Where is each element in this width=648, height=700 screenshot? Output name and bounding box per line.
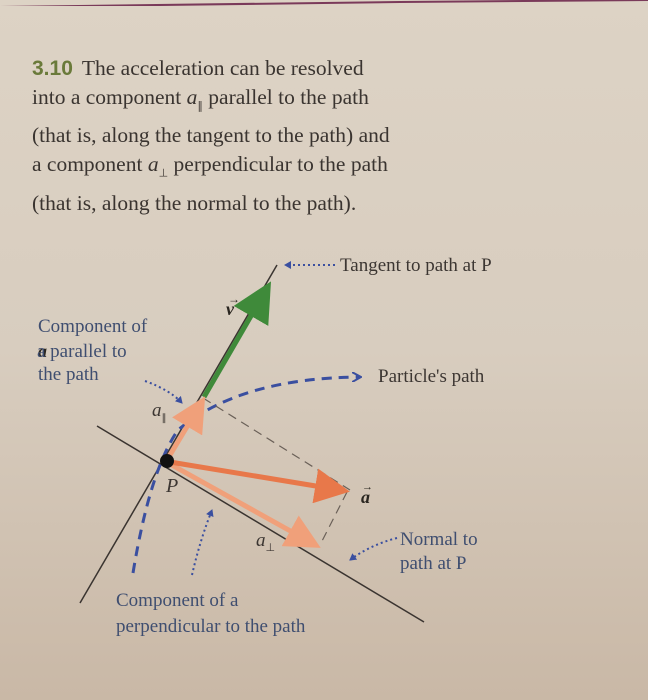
normal-label-2: path at P (400, 553, 467, 574)
parallel-component-label-1: Component of (38, 316, 148, 337)
a-perp-label: a⊥ (256, 530, 276, 554)
perp-component-label-2: perpendicular to the path (116, 616, 306, 637)
parallel-component-label-3: the path (38, 364, 99, 385)
velocity-label: v (226, 299, 234, 319)
point-p-label: P (166, 475, 179, 497)
caption-line-2: into a component a∥ parallel to the path (32, 85, 369, 113)
particle-path-curve (131, 377, 360, 574)
tangent-label: Tangent to path at P (340, 255, 492, 276)
caption-line-1: 3.10 The acceleration can be resolved (32, 56, 364, 80)
figure-caption: 3.10 The acceleration can be resolved in… (32, 54, 552, 218)
a-perp-vector (168, 461, 321, 548)
parallel-component-label-2: aa parallel to (37, 341, 127, 362)
perp-component-label-1: Component of a (116, 590, 239, 611)
normal-label-1: Normal to (400, 529, 478, 550)
acceleration-label: a (361, 487, 370, 507)
a-perp-symbol: a⊥ (147, 152, 169, 180)
figure-number: 3.10 (32, 57, 73, 80)
caption-line-3: (that is, along the tangent to the path)… (32, 123, 390, 148)
velocity-vector (201, 281, 272, 399)
page-top-edge (0, 0, 648, 6)
acceleration-vector (169, 459, 350, 504)
point-p-dot (160, 454, 174, 468)
caption-line-5: (that is, along the normal to the path). (32, 190, 357, 215)
a-vector-symbol: a (38, 341, 47, 361)
a-parallel-vector (164, 396, 206, 462)
acceleration-arrow-accent: → (362, 481, 373, 493)
particle-path-label: Particle's path (378, 366, 485, 387)
a-parallel-label: a∥ (152, 400, 167, 424)
normal-line (96, 425, 425, 623)
caption-line-4: a component a⊥ perpendicular to the path (32, 152, 388, 180)
velocity-arrow-accent: → (228, 292, 240, 306)
a-parallel-symbol: a∥ (186, 85, 203, 113)
